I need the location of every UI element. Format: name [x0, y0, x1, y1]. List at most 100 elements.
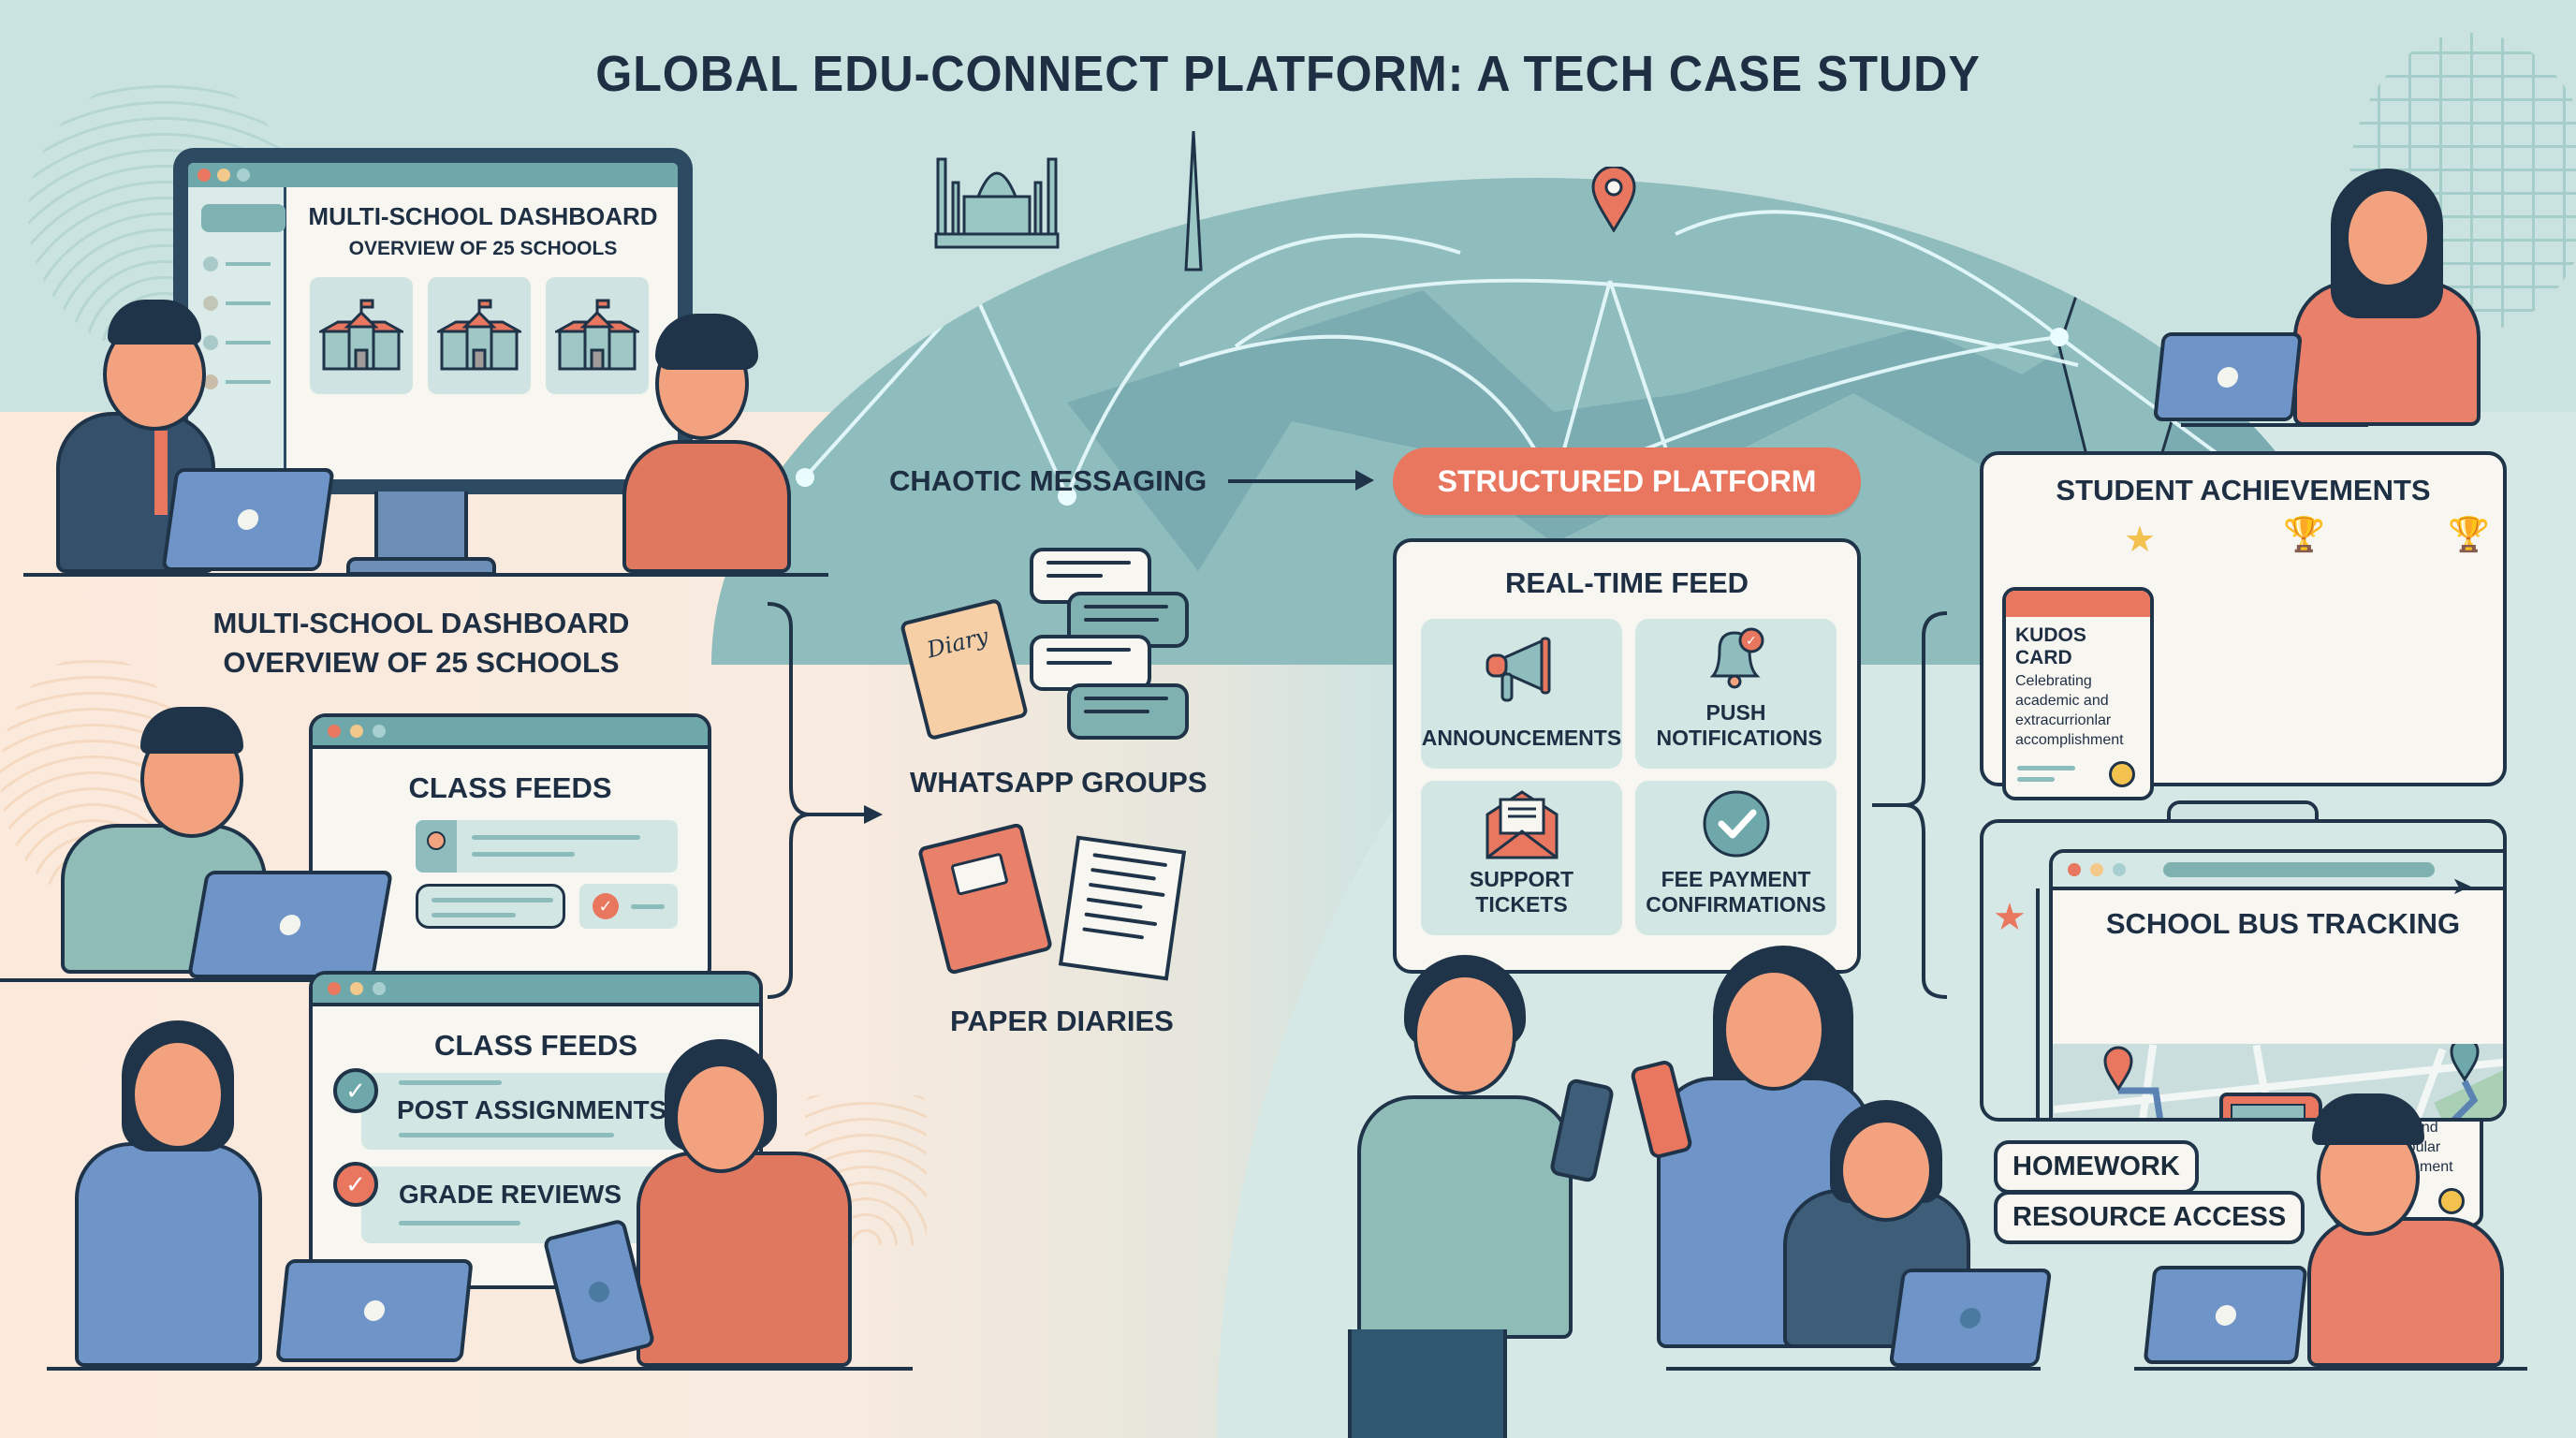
man-glasses-hair	[140, 707, 243, 754]
megaphone-icon	[1480, 619, 1564, 726]
sidebar-active-item[interactable]	[201, 204, 285, 232]
check-coral-icon: ✓	[333, 1162, 378, 1207]
school-card-list	[310, 277, 649, 394]
user-avatar-icon	[416, 820, 457, 873]
realtime-feed-title: REAL-TIME FEED	[1504, 566, 1749, 599]
favorite-star-icon[interactable]: ★	[1993, 897, 2027, 938]
check-teal-icon: ✓	[333, 1068, 378, 1113]
bus-browser: SCHOOL BUS TRACKING	[2049, 849, 2503, 1118]
map-pin-icon	[1591, 165, 1636, 233]
feed-post-row[interactable]	[416, 820, 678, 873]
man-hair	[108, 300, 201, 345]
window-titlebar	[313, 975, 759, 1006]
kudos-header	[2006, 591, 2150, 617]
man-glasses-laptop	[186, 871, 394, 978]
monitor-stand	[374, 492, 468, 562]
woman-coral-blazer-figure	[637, 1152, 852, 1367]
boy-orange-figure	[2307, 1217, 2504, 1367]
address-bar[interactable]	[2163, 862, 2435, 877]
red-tie	[154, 431, 168, 515]
bus-tracking-window: ★ SCHOOL BUS TRACKING ➤	[1980, 819, 2507, 1122]
dashboard-title: MULTI-SCHOOL DASHBOARD	[308, 202, 658, 230]
tile-push-notifications[interactable]: ✓ PUSH NOTIFICATIONS	[1635, 619, 1837, 769]
sidebar-item[interactable]	[203, 296, 284, 311]
paper-document-icon	[1058, 835, 1187, 981]
woman-blue-figure	[75, 1142, 262, 1367]
envelope-icon	[1480, 781, 1564, 867]
chat-bubble-icon	[1030, 635, 1151, 691]
school-building-icon	[555, 299, 639, 370]
trophy-icon: 🏆	[2283, 515, 2325, 553]
paper-diaries-label: PAPER DIARIES	[950, 1005, 1174, 1037]
tile-label: PUSH NOTIFICATIONS	[1656, 699, 1822, 751]
tile-support-tickets[interactable]: SUPPORT TICKETS	[1421, 781, 1622, 935]
kudos-card[interactable]: KUDOS CARD Celebrating academic and extr…	[2002, 587, 2154, 800]
school-bus-icon	[2219, 1093, 2322, 1118]
dashboard-sidebar	[188, 187, 286, 479]
desktop-monitor: MULTI-SCHOOL DASHBOARD OVERVIEW OF 25 SC…	[173, 148, 693, 494]
task-label: POST ASSIGNMENTS	[397, 1095, 667, 1124]
sidebar-item[interactable]	[203, 257, 284, 271]
school-building-icon	[437, 299, 521, 370]
chat-bubble-icon	[1067, 683, 1189, 740]
boy-laptop	[2143, 1266, 2308, 1364]
parent-head	[1413, 974, 1516, 1095]
close-dot[interactable]	[198, 169, 211, 182]
parent-skirt	[1348, 1329, 1507, 1438]
school-building-icon	[319, 299, 403, 370]
tile-label: FEE PAYMENT CONFIRMATIONS	[1646, 866, 1826, 917]
realtime-feed-panel: REAL-TIME FEED ANNOUNCEMENTS ✓ PUSH NOTI…	[1393, 538, 1861, 974]
medal-icon	[2438, 1188, 2465, 1214]
left-heading-line1: MULTI-SCHOOL DASHBOARD	[212, 607, 630, 639]
minimize-dot[interactable]	[217, 169, 230, 182]
woman-blue-laptop	[275, 1259, 474, 1362]
diary-text: Diary	[924, 623, 991, 664]
whatsapp-groups-label: WHATSAPP GROUPS	[910, 766, 1208, 799]
child-head	[1839, 1119, 1933, 1222]
transition-arrow-head	[1355, 470, 1374, 491]
sidebar-item[interactable]	[203, 335, 284, 350]
bus-route-map[interactable]	[2053, 1044, 2503, 1118]
structured-platform-pill: STRUCTURED PLATFORM	[1393, 448, 1861, 515]
desk-edge	[47, 1367, 913, 1371]
tile-label: SUPPORT TICKETS	[1469, 866, 1574, 917]
left-heading-line2: OVERVIEW OF 25 SCHOOLS	[223, 646, 620, 679]
transition-arrow	[1228, 479, 1359, 483]
tile-label: ANNOUNCEMENTS	[1421, 726, 1622, 751]
woman-blue-head	[131, 1039, 225, 1150]
maximize-dot[interactable]	[237, 169, 250, 182]
woman-blazer-figure	[622, 440, 791, 573]
medal-icon	[2109, 761, 2135, 787]
tile-fee-payment[interactable]: FEE PAYMENT CONFIRMATIONS	[1635, 781, 1837, 935]
desk-edge	[2134, 1367, 2527, 1371]
parent-mint-figure	[1357, 1095, 1573, 1339]
bracket-arrow	[767, 602, 883, 999]
check-badge-icon: ✓	[593, 893, 619, 919]
kudos-title: KUDOS CARD	[2015, 624, 2086, 668]
school-card[interactable]	[428, 277, 531, 394]
school-card[interactable]	[546, 277, 649, 394]
svg-text:✓: ✓	[1746, 634, 1757, 649]
mother-head	[1722, 969, 1825, 1091]
achievements-title: STUDENT ACHIEVEMENTS	[2056, 474, 2431, 506]
cursor-icon: ➤	[2452, 872, 2472, 900]
bus-tracking-title: SCHOOL BUS TRACKING	[2105, 907, 2461, 940]
homework-bubble: HOMEWORK	[1994, 1140, 2199, 1194]
woman-hair	[655, 314, 758, 370]
boy-hair	[2312, 1093, 2424, 1145]
desk-edge	[1666, 1367, 2041, 1371]
bus-sidebar	[1983, 888, 2040, 1118]
class-feeds-title: CLASS FEEDS	[433, 1029, 638, 1062]
star-icon: ★	[2124, 521, 2157, 560]
school-card[interactable]	[310, 277, 413, 394]
woman-coral-head	[674, 1063, 768, 1173]
desk-edge	[2181, 423, 2368, 427]
sidebar-item[interactable]	[203, 374, 284, 389]
comment-bubble[interactable]	[416, 884, 565, 929]
approval-row[interactable]: ✓	[579, 884, 678, 929]
burj-khalifa-icon	[1175, 130, 1212, 271]
chaotic-messaging-label: CHAOTIC MESSAGING	[889, 464, 1208, 497]
tile-announcements[interactable]: ANNOUNCEMENTS	[1421, 619, 1622, 769]
woman-laptop	[2153, 332, 2303, 421]
check-circle-icon	[1699, 781, 1774, 867]
